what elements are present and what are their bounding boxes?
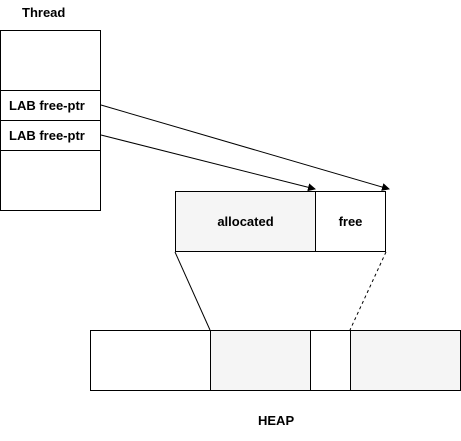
allocated-label: allocated — [217, 214, 274, 229]
zoom-line-left — [174, 251, 211, 331]
heap-title: HEAP — [258, 413, 295, 428]
lab-free-ptr-label-2: LAB free-ptr — [9, 128, 85, 143]
zoom-line-right-dashed — [349, 251, 387, 331]
heap-segment-4 — [350, 330, 461, 391]
lab-allocated-region: allocated — [175, 191, 316, 252]
thread-title: Thread — [22, 5, 66, 20]
pointer-arrow-to-free-start — [100, 134, 316, 192]
lab-free-ptr-label-1: LAB free-ptr — [9, 98, 85, 113]
lab-free-region: free — [315, 191, 386, 252]
thread-slot-2: LAB free-ptr — [0, 120, 101, 151]
pointer-arrow-to-free-end — [100, 104, 390, 191]
free-label: free — [338, 214, 363, 229]
